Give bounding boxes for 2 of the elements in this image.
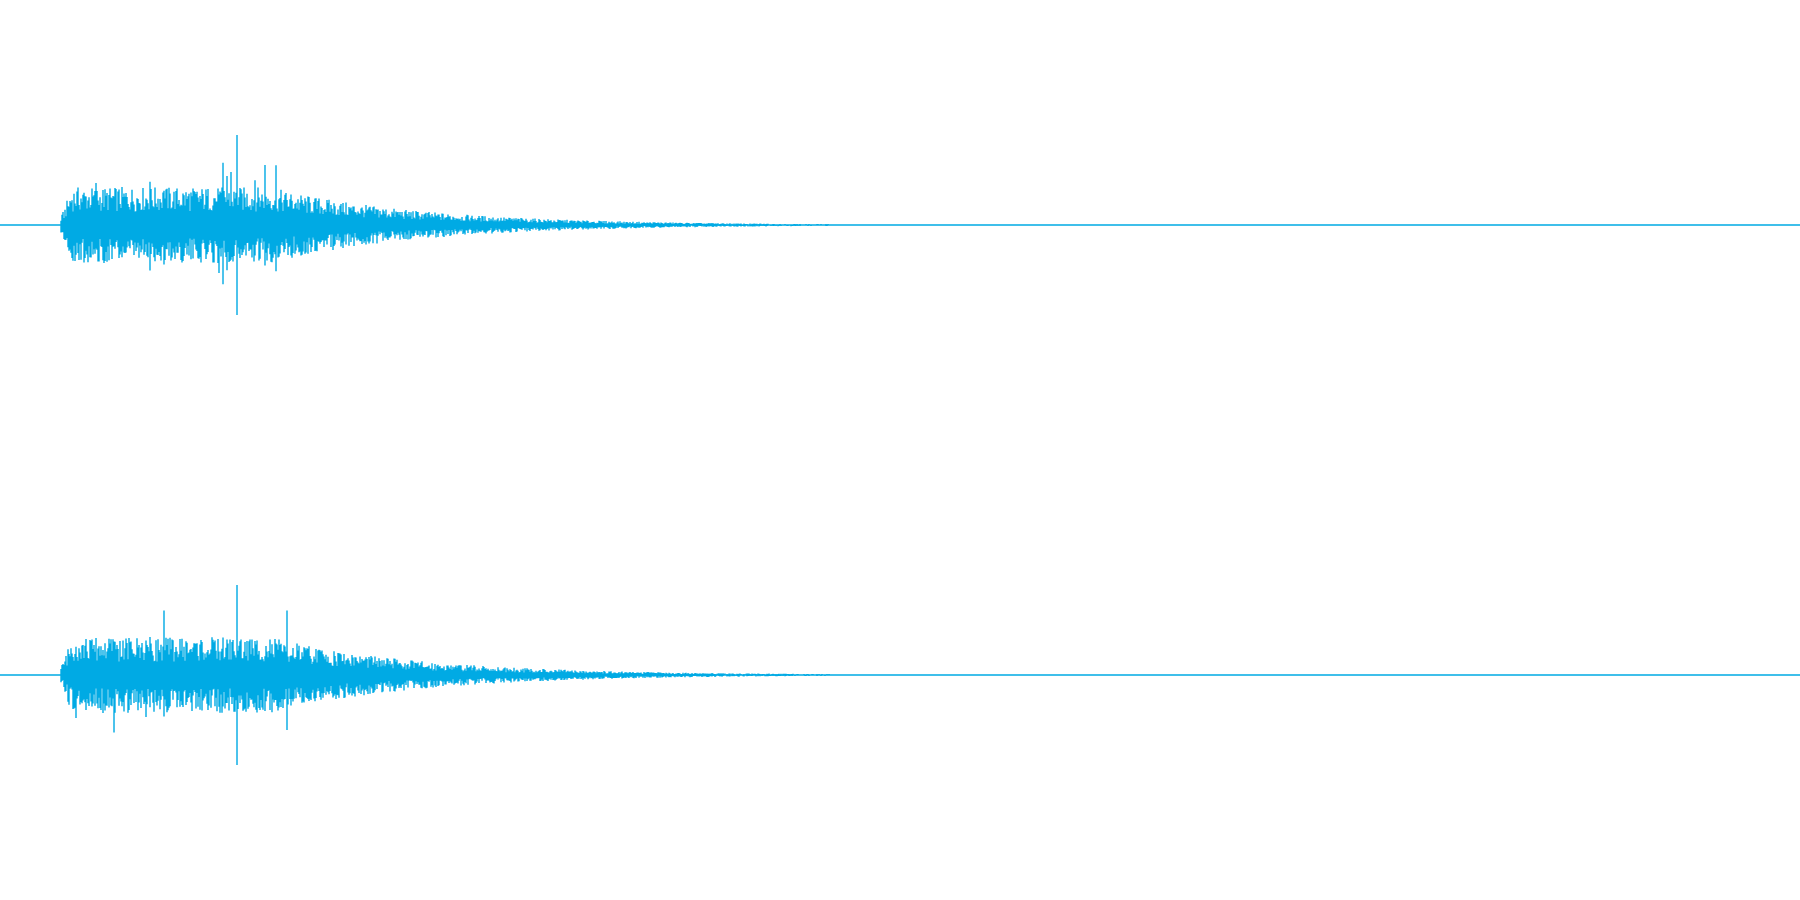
waveform-drawing [0, 134, 1800, 316]
waveform-drawing [0, 584, 1800, 766]
